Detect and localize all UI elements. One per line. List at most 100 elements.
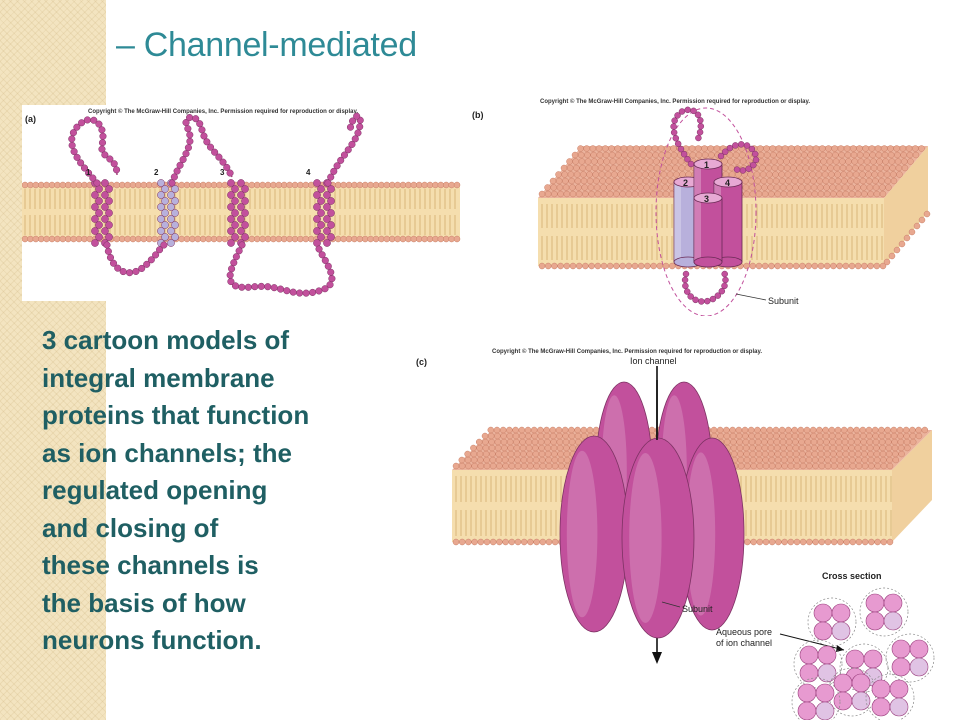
lipid-head [735,432,743,440]
lipid-head [608,151,616,159]
lipid-head [848,262,856,270]
lipid-head [183,235,191,243]
lipid-head [828,426,836,434]
lipid-head [591,158,598,165]
lipid-head [729,426,736,434]
lipid-head [803,426,811,434]
lipid-head [689,151,697,159]
lipid-head [843,538,850,546]
lipid-head [775,538,782,546]
lipid-head [885,450,893,458]
lipid-head [853,177,861,185]
lipid-head [799,190,806,198]
lipid-head [81,235,88,243]
lipid-head [264,235,272,243]
loop-bead [694,111,702,119]
lipid-head [593,177,600,185]
lipid-head [803,171,810,178]
lipid-head [471,462,478,470]
lipid-head [611,177,619,185]
loop-bead [270,284,278,292]
lipid-head [70,235,77,243]
lipid-head [775,145,783,152]
lipid-head [563,190,571,198]
loop-bead [98,139,107,147]
lipid-head [737,450,744,458]
lipid-head [589,145,597,152]
lipid-head [869,151,876,159]
lipid-head [862,145,869,152]
lipid-head [524,426,532,434]
lipid-head [843,462,850,470]
lipid-head [253,181,261,189]
helix-bead [313,203,321,211]
loop-bead [726,144,734,152]
lipid-head [367,181,374,189]
lipid-head [532,456,540,464]
lipid-head [743,190,750,198]
lipid-head [520,462,528,470]
helix-bead [171,233,179,241]
lipid-head [834,177,842,185]
loop-bead [681,276,689,284]
loop-bead [215,153,223,161]
lipid-head [701,151,709,159]
loop-bead [73,123,81,131]
loop-bead [219,158,227,166]
lipid-head [644,190,651,198]
loop-bead [152,251,160,259]
lipid-head [616,164,624,172]
lipid-head [753,171,761,178]
lipid-head [646,158,654,165]
loop-bead [296,289,304,297]
lipid-head [897,438,905,446]
lipid-head [597,158,604,165]
lipid-head [723,438,731,446]
lipid-head [761,262,769,270]
helix-bead [91,191,99,199]
lipid-head [639,151,647,159]
loop-bead [68,135,76,143]
helix-bead [227,215,235,223]
lipid-head [849,456,856,464]
helix-bead [237,227,245,235]
lipid-head [755,184,762,191]
lipid-head [761,438,768,446]
lipid-head [805,190,812,198]
copyright-c: Copyright © The McGraw-Hill Companies, I… [492,348,762,355]
lipid-head [797,432,805,440]
loop-bead [126,269,134,277]
lipid-head [842,456,850,464]
lipid-head [915,426,922,434]
lipid-head [361,181,369,189]
helix-bead [105,185,113,193]
loop-bead [231,282,240,290]
lipid-head [803,177,811,185]
lipid-head [854,444,862,452]
lipid-head [194,235,202,243]
panel-label-b: (b) [472,110,484,120]
lipid-head [847,177,854,185]
lipid-head [637,184,644,191]
lipid-head [483,538,491,546]
lipid-head [843,145,851,152]
helix-bead [91,239,99,247]
lipid-head [868,462,875,470]
lipid-head [59,181,67,189]
lipid-head [526,456,534,464]
lipid-head [768,538,776,546]
ion-channel-label: Ion channel [630,356,677,366]
lipid-head [22,181,29,189]
lipid-head [848,450,856,458]
lipid-head [75,235,83,243]
lipid-head [531,438,539,446]
loop-bead [160,241,168,249]
loop-bead [672,135,680,142]
helix-bead [161,221,169,229]
lipid-head [863,158,871,165]
lipid-head [835,438,843,446]
lipid-head [470,456,478,464]
lipid-head [903,234,911,242]
lipid-head [830,262,837,270]
lipid-head [465,538,472,546]
